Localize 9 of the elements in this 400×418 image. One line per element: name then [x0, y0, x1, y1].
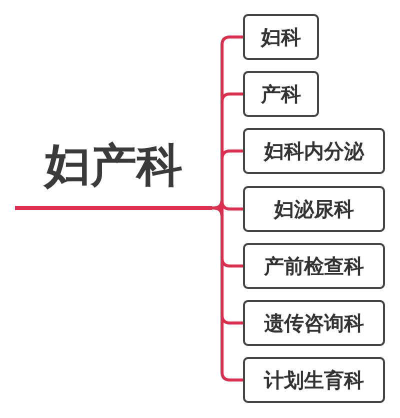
- root-topic: 妇产科: [15, 138, 212, 210]
- connector-line: [212, 206, 243, 382]
- topic-box: 妇泌尿科: [243, 186, 385, 232]
- topic-box: 产前检查科: [243, 243, 385, 289]
- topic-box: 产科: [243, 71, 319, 117]
- topic-box: 妇科内分泌: [243, 128, 385, 174]
- topic-box: 遗传咨询科: [243, 300, 385, 346]
- topic-box: 妇科: [243, 14, 319, 60]
- topic-box: 计划生育科: [243, 357, 385, 403]
